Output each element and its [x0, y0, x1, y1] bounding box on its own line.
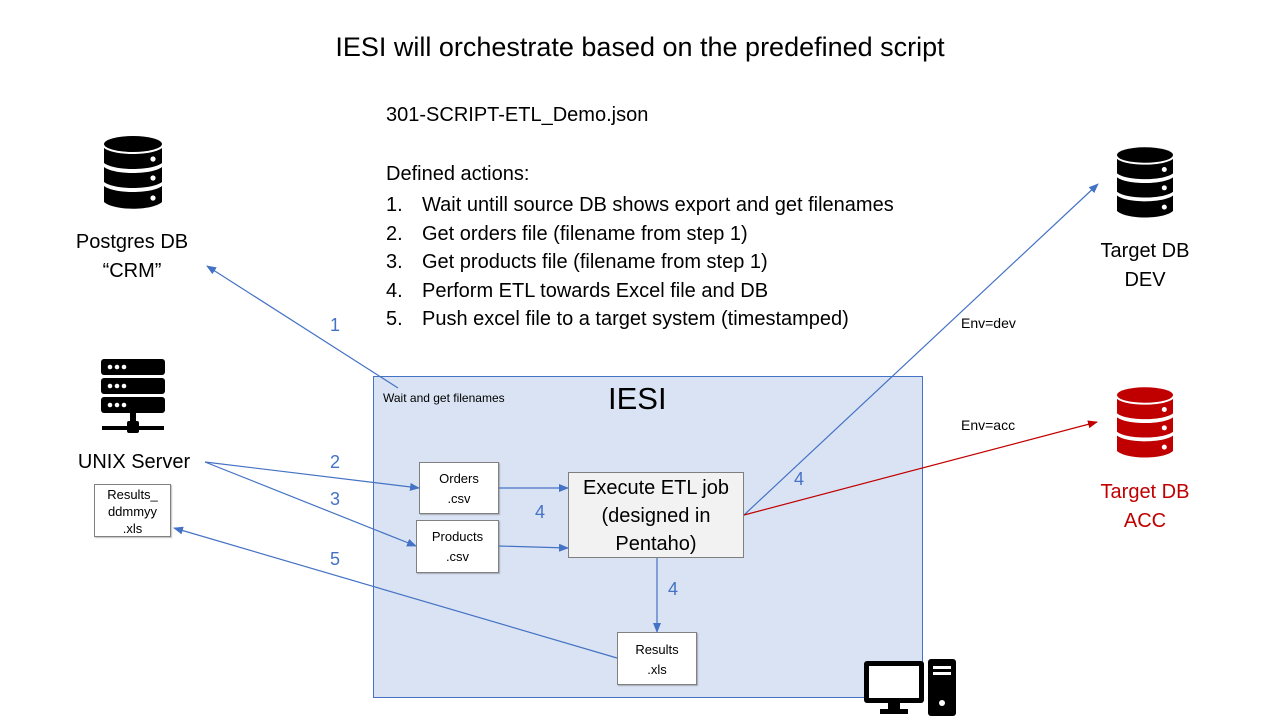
- results-file-server: Results_ddmmyy.xls: [94, 484, 171, 537]
- target-acc-database-icon: [1117, 387, 1173, 458]
- actions-heading: Defined actions:: [386, 163, 530, 185]
- step-label-3: 3: [330, 489, 341, 509]
- orders-file: Orders.csv: [419, 462, 499, 514]
- action-item: 1.Wait untill source DB shows export and…: [386, 194, 894, 216]
- target-dev-database-icon: [1117, 147, 1173, 218]
- step-label-4-results: 4: [668, 579, 679, 599]
- arrow-wait-to-postgres: [206, 265, 399, 389]
- step-label-4-dev: 4: [794, 469, 805, 489]
- server-icon: [101, 359, 165, 433]
- action-list: 1.Wait untill source DB shows export and…: [386, 191, 894, 334]
- postgres-label: Postgres DB“CRM”: [75, 231, 189, 282]
- products-file: Products.csv: [416, 520, 499, 573]
- wait-label: Wait and get filenames: [383, 391, 505, 405]
- step-label-1: 1: [330, 315, 341, 335]
- iesi-label: IESI: [608, 381, 667, 416]
- postgres-database-icon: [104, 136, 162, 209]
- results-file: Results.xls: [617, 632, 697, 685]
- page-title: IESI will orchestrate based on the prede…: [335, 32, 945, 62]
- action-item: 5.Push excel file to a target system (ti…: [386, 308, 849, 331]
- action-item: 2.Get orders file (filename from step 1): [386, 222, 748, 245]
- action-item: 3.Get products file (filename from step …: [386, 251, 768, 274]
- env-dev-label: Env=dev: [961, 315, 1016, 331]
- step-label-2: 2: [330, 452, 341, 472]
- action-item: 4.Perform ETL towards Excel file and DB: [386, 279, 769, 302]
- computer-icon: [864, 659, 956, 716]
- step-label-4-etl: 4: [535, 502, 546, 522]
- unix-server-label: UNIX Server: [77, 451, 191, 473]
- step-label-5: 5: [330, 549, 341, 569]
- script-name: 301-SCRIPT-ETL_Demo.json: [386, 104, 649, 126]
- env-acc-label: Env=acc: [961, 417, 1016, 433]
